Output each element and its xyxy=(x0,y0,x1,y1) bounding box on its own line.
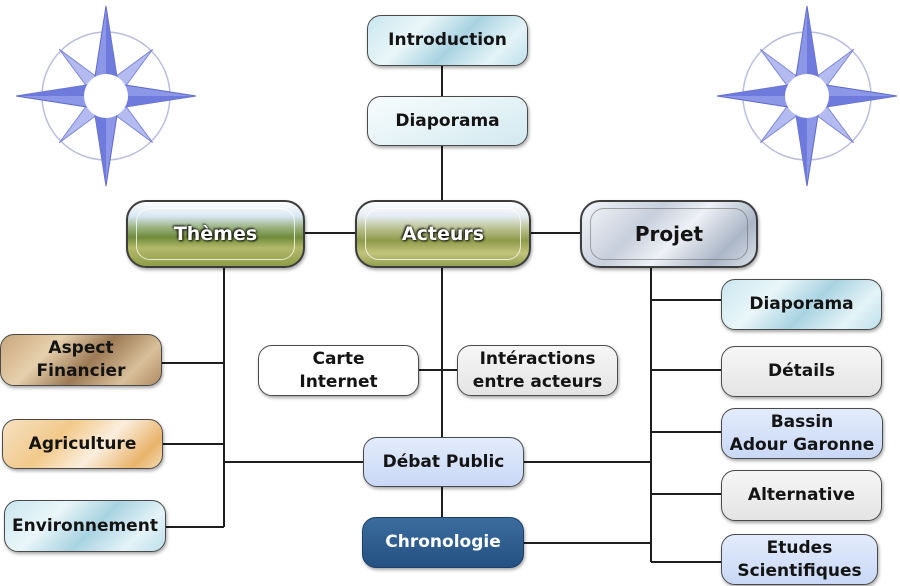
agriculture-label: Agriculture xyxy=(28,433,137,454)
introduction-label: Introduction xyxy=(388,30,507,50)
projet-frame xyxy=(590,208,748,260)
diaporama-right-label: Diaporama xyxy=(749,294,854,314)
diaporama-top-label: Diaporama xyxy=(395,110,500,131)
themes-button[interactable]: Thèmes xyxy=(126,200,305,268)
bassin-adour-garonne-label: Bassin Adour Garonne xyxy=(729,411,875,455)
alternative-button[interactable]: Alternative xyxy=(721,470,882,521)
diaporama-top-button[interactable]: Diaporama xyxy=(367,96,528,146)
themes-label: Thèmes xyxy=(173,222,258,245)
etudes-scientifiques-button[interactable]: Etudes Scientifiques xyxy=(721,534,878,585)
carte-internet-button[interactable]: Carte Internet xyxy=(258,345,419,396)
aspect-financier-button[interactable]: Aspect Financier xyxy=(0,334,162,386)
themes-frame xyxy=(136,208,295,260)
compass-rose-icon xyxy=(716,5,898,187)
diaporama-right-button[interactable]: Diaporama xyxy=(721,279,882,330)
alternative-label: Alternative xyxy=(747,485,856,505)
compass-rose-icon xyxy=(15,5,197,187)
acteurs-label: Acteurs xyxy=(401,222,485,245)
bassin-adour-garonne-button[interactable]: Bassin Adour Garonne xyxy=(721,408,883,459)
environnement-label: Environnement xyxy=(12,515,158,536)
chronologie-label: Chronologie xyxy=(385,532,501,552)
aspect-financier-label: Aspect Financier xyxy=(36,338,126,381)
environnement-button[interactable]: Environnement xyxy=(4,500,166,552)
details-button[interactable]: Détails xyxy=(721,346,882,397)
projet-button[interactable]: Projet xyxy=(580,200,758,268)
debat-public-button[interactable]: Débat Public xyxy=(363,437,524,487)
projet-label: Projet xyxy=(634,221,704,246)
introduction-button[interactable]: Introduction xyxy=(367,15,528,66)
details-label: Détails xyxy=(767,361,835,381)
etudes-scientifiques-label: Etudes Scientifiques xyxy=(737,537,862,581)
carte-internet-label: Carte Internet xyxy=(299,348,378,392)
agriculture-button[interactable]: Agriculture xyxy=(2,419,163,469)
acteurs-frame xyxy=(365,208,521,260)
debat-public-label: Débat Public xyxy=(382,451,505,472)
interactions-acteurs-label: Intéractions entre acteurs xyxy=(472,348,603,392)
chronologie-button[interactable]: Chronologie xyxy=(362,517,524,568)
acteurs-button[interactable]: Acteurs xyxy=(355,200,531,268)
interactions-acteurs-button[interactable]: Intéractions entre acteurs xyxy=(457,345,618,396)
